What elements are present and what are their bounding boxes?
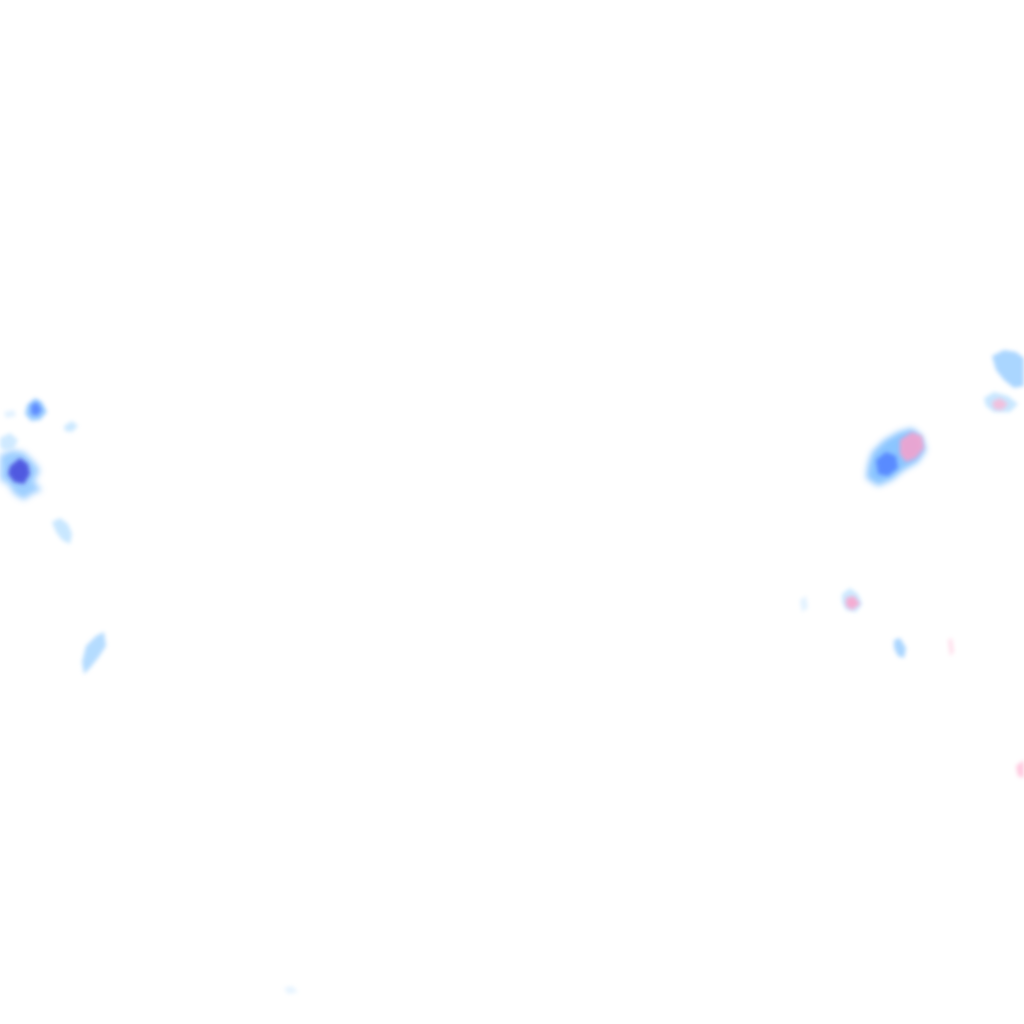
precip-cell: [8, 458, 30, 484]
precip-cell: [876, 452, 898, 476]
precip-cell: [846, 596, 860, 610]
precip-cell: [800, 596, 808, 612]
precip-cell: [82, 632, 106, 674]
precip-cell: [894, 638, 906, 658]
precip-cell: [64, 421, 78, 432]
precip-cell: [1016, 760, 1024, 778]
precip-cell: [992, 398, 1008, 410]
precip-cell: [284, 986, 298, 994]
precip-cell: [31, 402, 42, 416]
precip-cluster-east: [800, 350, 1024, 778]
precip-cell: [0, 433, 18, 450]
precip-cell: [992, 350, 1024, 388]
precip-cell: [948, 638, 954, 656]
precip-cell: [900, 432, 924, 462]
precip-cell: [4, 410, 16, 418]
precip-cell: [52, 518, 72, 544]
precip-cluster-west: [0, 398, 298, 994]
